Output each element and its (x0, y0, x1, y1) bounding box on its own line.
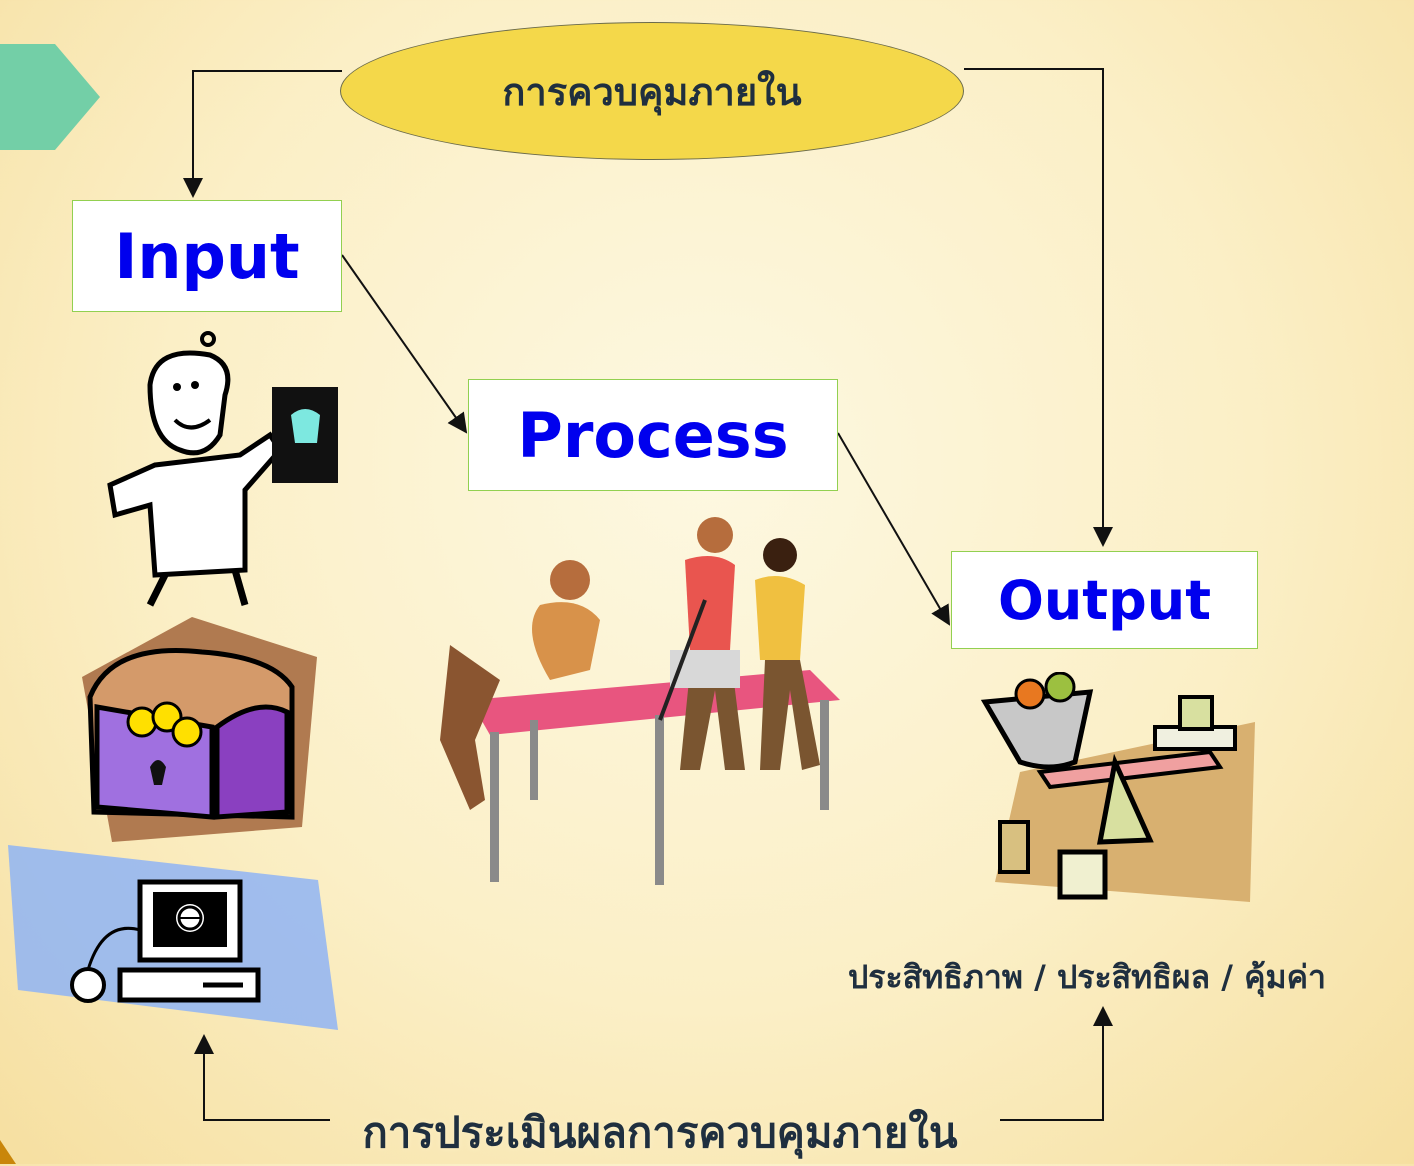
evaluation-label: การประเมินผลการควบคุมภายใน (362, 1108, 958, 1157)
arrow-oval-to-input (183, 70, 342, 198)
arrow-oval-to-output (964, 68, 1113, 547)
doctor-xray-clipart (107, 331, 338, 607)
team-meeting-illustration (440, 517, 840, 885)
arrow-process-to-output (837, 432, 951, 626)
arrow-input-to-process (341, 254, 468, 434)
treasure-chest-clipart (82, 617, 317, 842)
oval-label: การควบคุมภายใน (502, 69, 802, 114)
corner-decoration (0, 1140, 16, 1164)
result-label: ประสิทธิภาพ / ประสิทธิผล / คุ้มค่า (847, 958, 1326, 996)
arrow-eval-to-output (1000, 1006, 1113, 1121)
output-box: Output (951, 551, 1258, 649)
arrow-eval-to-input (194, 1034, 330, 1121)
process-label: Process (517, 398, 789, 472)
input-box: Input (72, 200, 342, 312)
internal-control-oval: การควบคุมภายใน (340, 22, 964, 160)
process-box: Process (468, 379, 838, 491)
scale-weights-clipart (980, 672, 1255, 902)
input-label: Input (114, 219, 300, 293)
output-label: Output (997, 568, 1212, 632)
computer-clipart (8, 845, 338, 1030)
